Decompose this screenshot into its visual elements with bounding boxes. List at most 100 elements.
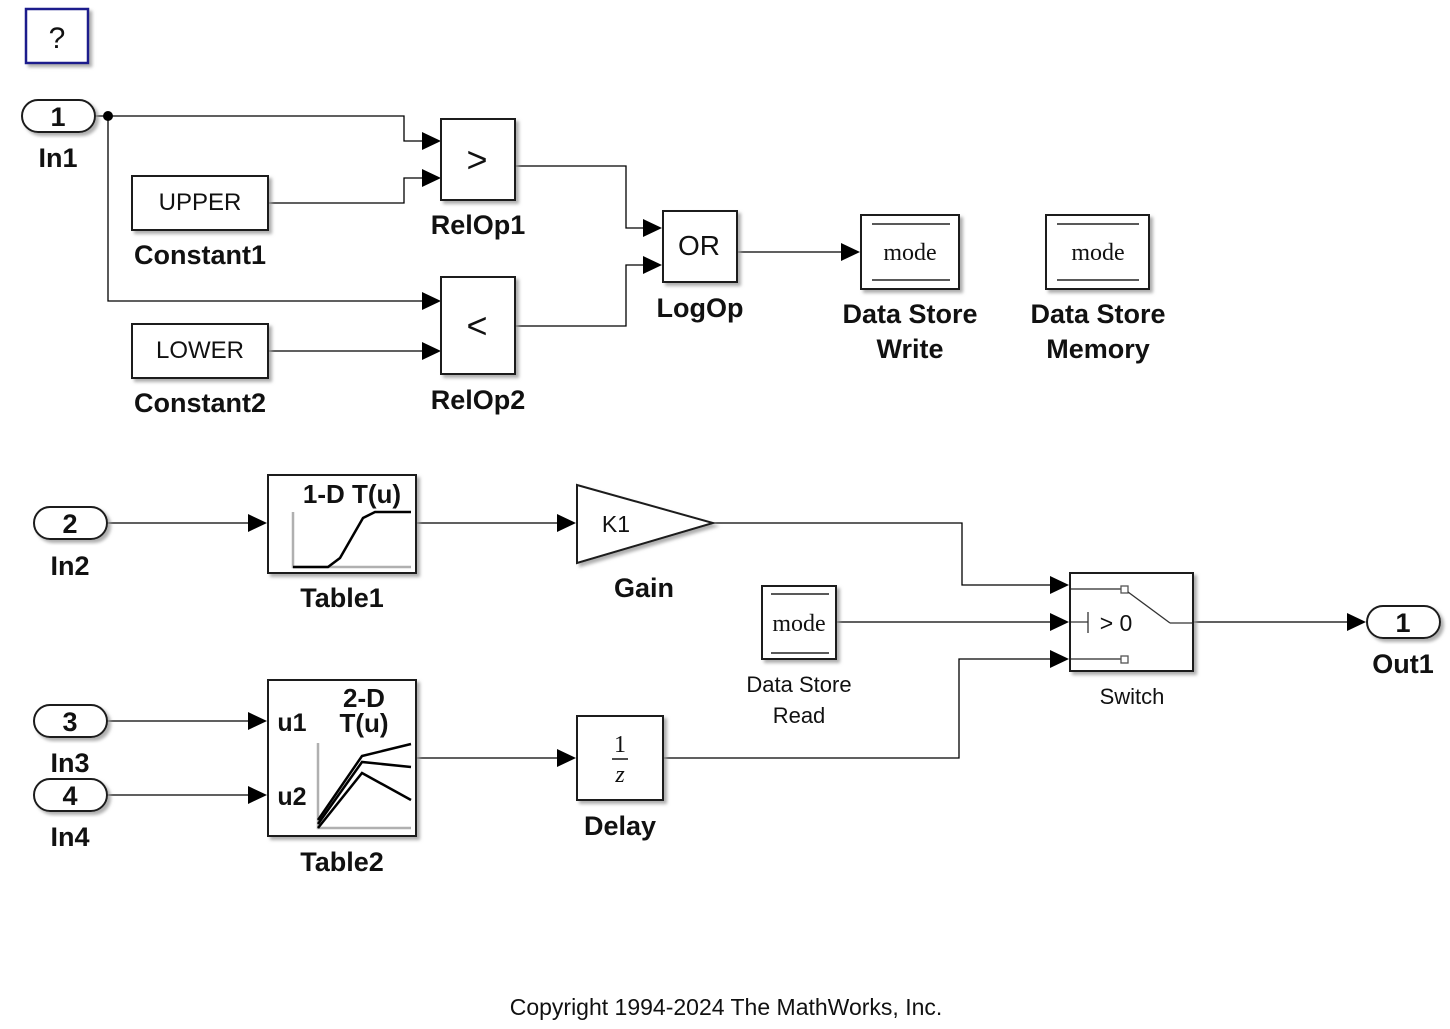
- arrow-head: [248, 712, 267, 730]
- block-body: [576, 715, 664, 801]
- data-store-variable: mode: [772, 611, 825, 637]
- block-relop1[interactable]: > RelOp1: [431, 118, 526, 240]
- block-label: Data Store: [842, 299, 977, 329]
- arrow-head: [422, 169, 441, 187]
- inport-number: 1: [50, 102, 65, 132]
- block-label: Constant1: [134, 240, 266, 270]
- block-body: [267, 679, 417, 837]
- inport-number: 4: [62, 781, 77, 811]
- constant-value: UPPER: [159, 189, 242, 216]
- block-switch[interactable]: > 0 Switch: [1069, 572, 1194, 709]
- block-label: Data Store: [1030, 299, 1165, 329]
- block-body: [662, 210, 738, 283]
- inport-in1[interactable]: 1 In1: [21, 99, 96, 173]
- arrow-head: [248, 786, 267, 804]
- lookup-curve-icon: [293, 510, 411, 569]
- block-data-store-memory[interactable]: mode Data Store Memory: [1030, 214, 1166, 364]
- block-body: [860, 214, 960, 290]
- outport-label: Out1: [1372, 649, 1434, 679]
- help-button[interactable]: ?: [24, 7, 90, 65]
- arrow-head: [1050, 650, 1069, 668]
- block-body: [1045, 214, 1150, 290]
- outport-out1[interactable]: 1 Out1: [1366, 605, 1441, 679]
- inport-in4[interactable]: 4 In4: [33, 778, 108, 852]
- block-delay[interactable]: 1 z Delay: [576, 715, 664, 841]
- signal-delay-to-switch[interactable]: [663, 658, 1052, 759]
- block-data-store-write[interactable]: mode Data Store Write: [842, 214, 978, 364]
- lookup-title: T(u): [339, 708, 388, 738]
- inport-label: In1: [38, 143, 77, 173]
- block-gain[interactable]: K1 Gain: [576, 483, 717, 603]
- arrow-head: [557, 749, 576, 767]
- delay-numerator: 1: [614, 732, 626, 758]
- signal-lines: [95, 111, 1366, 804]
- block-label: Switch: [1100, 684, 1165, 709]
- arrow-head: [841, 243, 860, 261]
- delay-denominator: z: [614, 762, 625, 788]
- inport-shape: [21, 99, 96, 133]
- block-body: [576, 483, 717, 565]
- switch-contact-icon: [1120, 655, 1129, 664]
- arrow-head: [1050, 613, 1069, 631]
- data-store-variable: mode: [883, 240, 936, 266]
- lookup-title: 2-D: [343, 683, 385, 713]
- arrow-head: [643, 256, 662, 274]
- signal-in1-to-relop1[interactable]: [95, 115, 424, 142]
- signal-relop1-to-logop[interactable]: [515, 165, 645, 229]
- lookup-title: 1-D T(u): [303, 479, 401, 509]
- block-data-store-read[interactable]: mode Data Store Read: [746, 585, 852, 728]
- block-label: Table2: [300, 847, 384, 877]
- block-label: Constant2: [134, 388, 266, 418]
- signal-constant1-to-relop1[interactable]: [268, 177, 424, 204]
- inport-shape: [33, 704, 108, 738]
- outport-shape: [1366, 605, 1441, 639]
- outport-number: 1: [1395, 608, 1410, 638]
- inport-in2[interactable]: 2 In2: [33, 506, 108, 581]
- signal-gain-to-switch[interactable]: [713, 522, 1052, 586]
- block-label: RelOp2: [431, 385, 526, 415]
- inport-label: In3: [50, 748, 89, 778]
- block-logop[interactable]: OR LogOp: [657, 210, 744, 323]
- switch-criteria: > 0: [1100, 610, 1133, 636]
- port-label-u2: u2: [277, 783, 306, 811]
- port-label-u1: u1: [277, 709, 306, 737]
- block-body: [761, 585, 837, 660]
- signal-in1-to-relop2[interactable]: [107, 116, 424, 302]
- block-constant2[interactable]: LOWER Constant2: [131, 323, 269, 418]
- signal-relop2-to-logop[interactable]: [515, 264, 645, 327]
- block-table2[interactable]: u1 u2 2-D T(u) Table2: [267, 679, 417, 877]
- inport-shape: [33, 506, 108, 540]
- block-body: [440, 276, 516, 375]
- data-store-variable: mode: [1071, 240, 1124, 266]
- lookup-surface-icon: [316, 742, 412, 821]
- block-constant1[interactable]: UPPER Constant1: [131, 175, 269, 270]
- lookup-surface-icon: [316, 760, 412, 825]
- operator-symbol: <: [466, 305, 487, 346]
- block-label: Write: [876, 334, 943, 364]
- gain-value: K1: [602, 511, 630, 537]
- block-label: LogOp: [657, 293, 744, 323]
- block-body: [131, 175, 269, 231]
- inport-in3[interactable]: 3 In3: [33, 704, 108, 778]
- block-body: [440, 118, 516, 201]
- block-label: Table1: [300, 583, 384, 613]
- switch-contact-icon: [1120, 585, 1129, 594]
- block-label: Read: [773, 703, 826, 728]
- help-button-frame: [24, 7, 90, 65]
- arrow-head: [422, 292, 441, 310]
- arrow-head: [643, 219, 662, 237]
- inport-shape: [33, 778, 108, 812]
- arrow-head: [248, 514, 267, 532]
- operator-symbol: >: [466, 139, 487, 180]
- block-body: [131, 323, 269, 379]
- block-relop2[interactable]: < RelOp2: [431, 276, 526, 415]
- block-label: RelOp1: [431, 210, 526, 240]
- arrow-head: [1347, 613, 1366, 631]
- inport-number: 2: [62, 509, 77, 539]
- inport-label: In2: [50, 551, 89, 581]
- block-label: Gain: [614, 573, 674, 603]
- constant-value: LOWER: [156, 337, 244, 364]
- arrow-head: [1050, 576, 1069, 594]
- block-table1[interactable]: 1-D T(u) Table1: [267, 474, 417, 613]
